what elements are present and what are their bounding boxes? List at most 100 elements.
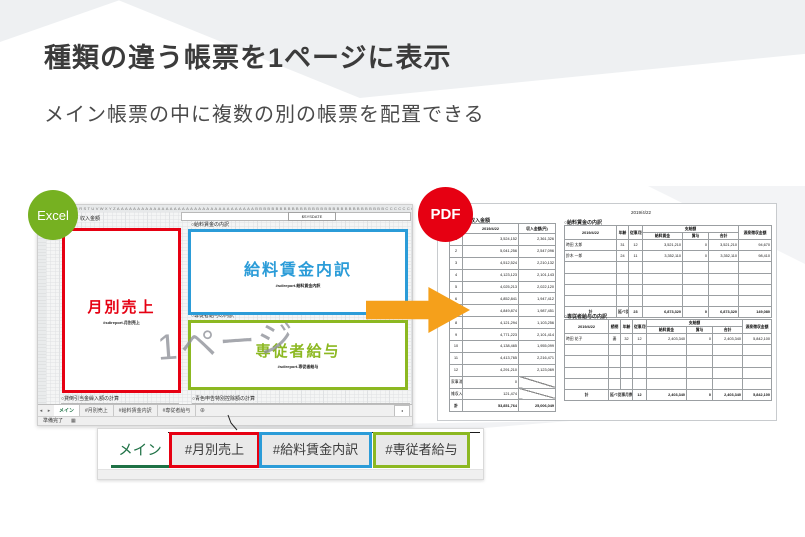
excel-window: JKLMNOPQRSTUVWXYZAAAAAAAAAAAAAAAAAAAAAAA… <box>37 204 413 426</box>
status-grid-icon: ▦ <box>71 418 76 424</box>
total-value: 5,842,100 <box>742 388 772 402</box>
cell <box>738 272 772 285</box>
cell <box>646 355 687 368</box>
cell <box>686 344 713 357</box>
total-value: 2,403,340 <box>646 388 687 402</box>
cell: 0 <box>682 250 709 263</box>
cell <box>608 355 621 368</box>
column-header: 源泉徴収金額 <box>738 225 772 240</box>
cell <box>738 283 772 296</box>
cell <box>682 294 709 308</box>
cell <box>608 344 621 357</box>
zoom-tab-0[interactable]: メイン <box>111 437 169 468</box>
cell: 3,352,110 <box>642 250 683 263</box>
cell <box>712 377 743 390</box>
cell: 4,413,765 <box>462 351 519 365</box>
cell: 2,216,471 <box>518 351 556 365</box>
cell: 時田 太郎 <box>564 238 617 252</box>
cell: 31 <box>616 238 629 252</box>
cell <box>686 355 713 368</box>
table-row <box>564 261 772 274</box>
label-allowance-section: ○貸倒引当金繰入額の計算 <box>61 396 120 402</box>
zoom-tab-1[interactable]: #月別売上 <box>169 432 260 468</box>
sheet-tab-2[interactable]: #給料賃金内訳 <box>113 405 158 418</box>
table-row <box>564 377 772 390</box>
pdf-family-table: 2019/4/22続柄年齢従事月数支給額源泉徴収金額給料賃金賞与合計時田 花子妻… <box>564 319 772 402</box>
sheet-tab-3[interactable]: #専従者給与 <box>157 405 197 418</box>
sheet-nav-arrows-icon[interactable]: ◂ ▸ <box>39 408 53 414</box>
column-header: 合計 <box>712 326 743 334</box>
cell: 2 <box>449 244 463 258</box>
cell: 12 <box>449 363 463 377</box>
label-deduction-section: ○青色申告特別控除額の計算 <box>192 396 256 402</box>
zoom-tab-2[interactable]: #給料賃金内訳 <box>259 432 372 468</box>
cell: 2,403,340 <box>712 332 743 346</box>
table-row <box>564 294 772 308</box>
pdf-salary-table: 2019/4/22年齢従事月数支給額源泉徴収金額給料賃金賞与合計時田 太郎311… <box>564 225 772 319</box>
table-row <box>564 366 772 379</box>
cell: 時田 花子 <box>564 332 609 346</box>
region-salary-tag: #sdireport.給料賃金内訳 <box>275 282 321 288</box>
cell: 4,291,210 <box>462 363 519 377</box>
cell: 1,947,412 <box>518 292 556 306</box>
column-header: 支給額 <box>646 319 743 327</box>
cell <box>686 377 713 390</box>
cell: 5,842,100 <box>742 332 772 346</box>
zoom-tab-3[interactable]: #専従者給与 <box>373 432 470 468</box>
total-label: 計 <box>564 388 609 402</box>
table-row <box>564 272 772 285</box>
cell <box>738 294 772 308</box>
cell: 0 <box>686 332 713 346</box>
cell: 4,121,294 <box>462 316 519 330</box>
column-header: 2019/4/22 <box>564 225 617 240</box>
column-header: 賞与 <box>682 232 709 240</box>
cell <box>564 366 609 379</box>
excel-badge: Excel <box>28 190 78 240</box>
cell: 53,851,764 <box>462 399 519 413</box>
cell: 5 <box>449 280 463 294</box>
cell: 2,101,143 <box>518 268 556 282</box>
cell: 12 <box>628 238 643 252</box>
cell: 4,849,874 <box>462 304 519 318</box>
cell: 11 <box>628 250 643 263</box>
cell: 32 <box>620 332 633 346</box>
add-sheet-icon[interactable]: ⊕ <box>199 408 205 414</box>
cell <box>742 355 772 368</box>
cell: 121,474 <box>462 387 519 401</box>
pdf-salary-table-title: ○給料賃金の内訳 <box>564 220 603 226</box>
cell <box>620 366 633 379</box>
cell: 3,521,210 <box>708 238 739 252</box>
cell <box>564 272 617 285</box>
cell: 2,547,096 <box>518 244 556 258</box>
cell <box>564 355 609 368</box>
column-header: 2019/4/22 <box>564 319 609 334</box>
pdf-date: 2019/4/22 <box>630 210 652 215</box>
cell <box>646 366 687 379</box>
table-row: 家事消費0 <box>449 375 556 389</box>
cell <box>608 377 621 390</box>
cell <box>708 294 739 308</box>
cell <box>682 261 709 274</box>
sheet-tab-1[interactable]: #月別売上 <box>80 405 114 418</box>
cell: 2,101,414 <box>518 328 556 342</box>
cell: 94,670 <box>738 238 772 252</box>
cell <box>642 272 683 285</box>
total-months-label: 延べ従事月数 <box>616 306 629 319</box>
column-header: 賞与 <box>686 326 713 334</box>
table-header-row: 2019/4/22年齢従事月数支給額源泉徴収金額 <box>564 225 772 240</box>
cell <box>646 377 687 390</box>
total-months: 12 <box>632 388 647 402</box>
cell <box>712 366 743 379</box>
cell <box>742 366 772 379</box>
cell <box>682 283 709 296</box>
magnified-tab-bar: メイン#月別売上#給料賃金内訳#専従者給与 <box>97 428 484 480</box>
